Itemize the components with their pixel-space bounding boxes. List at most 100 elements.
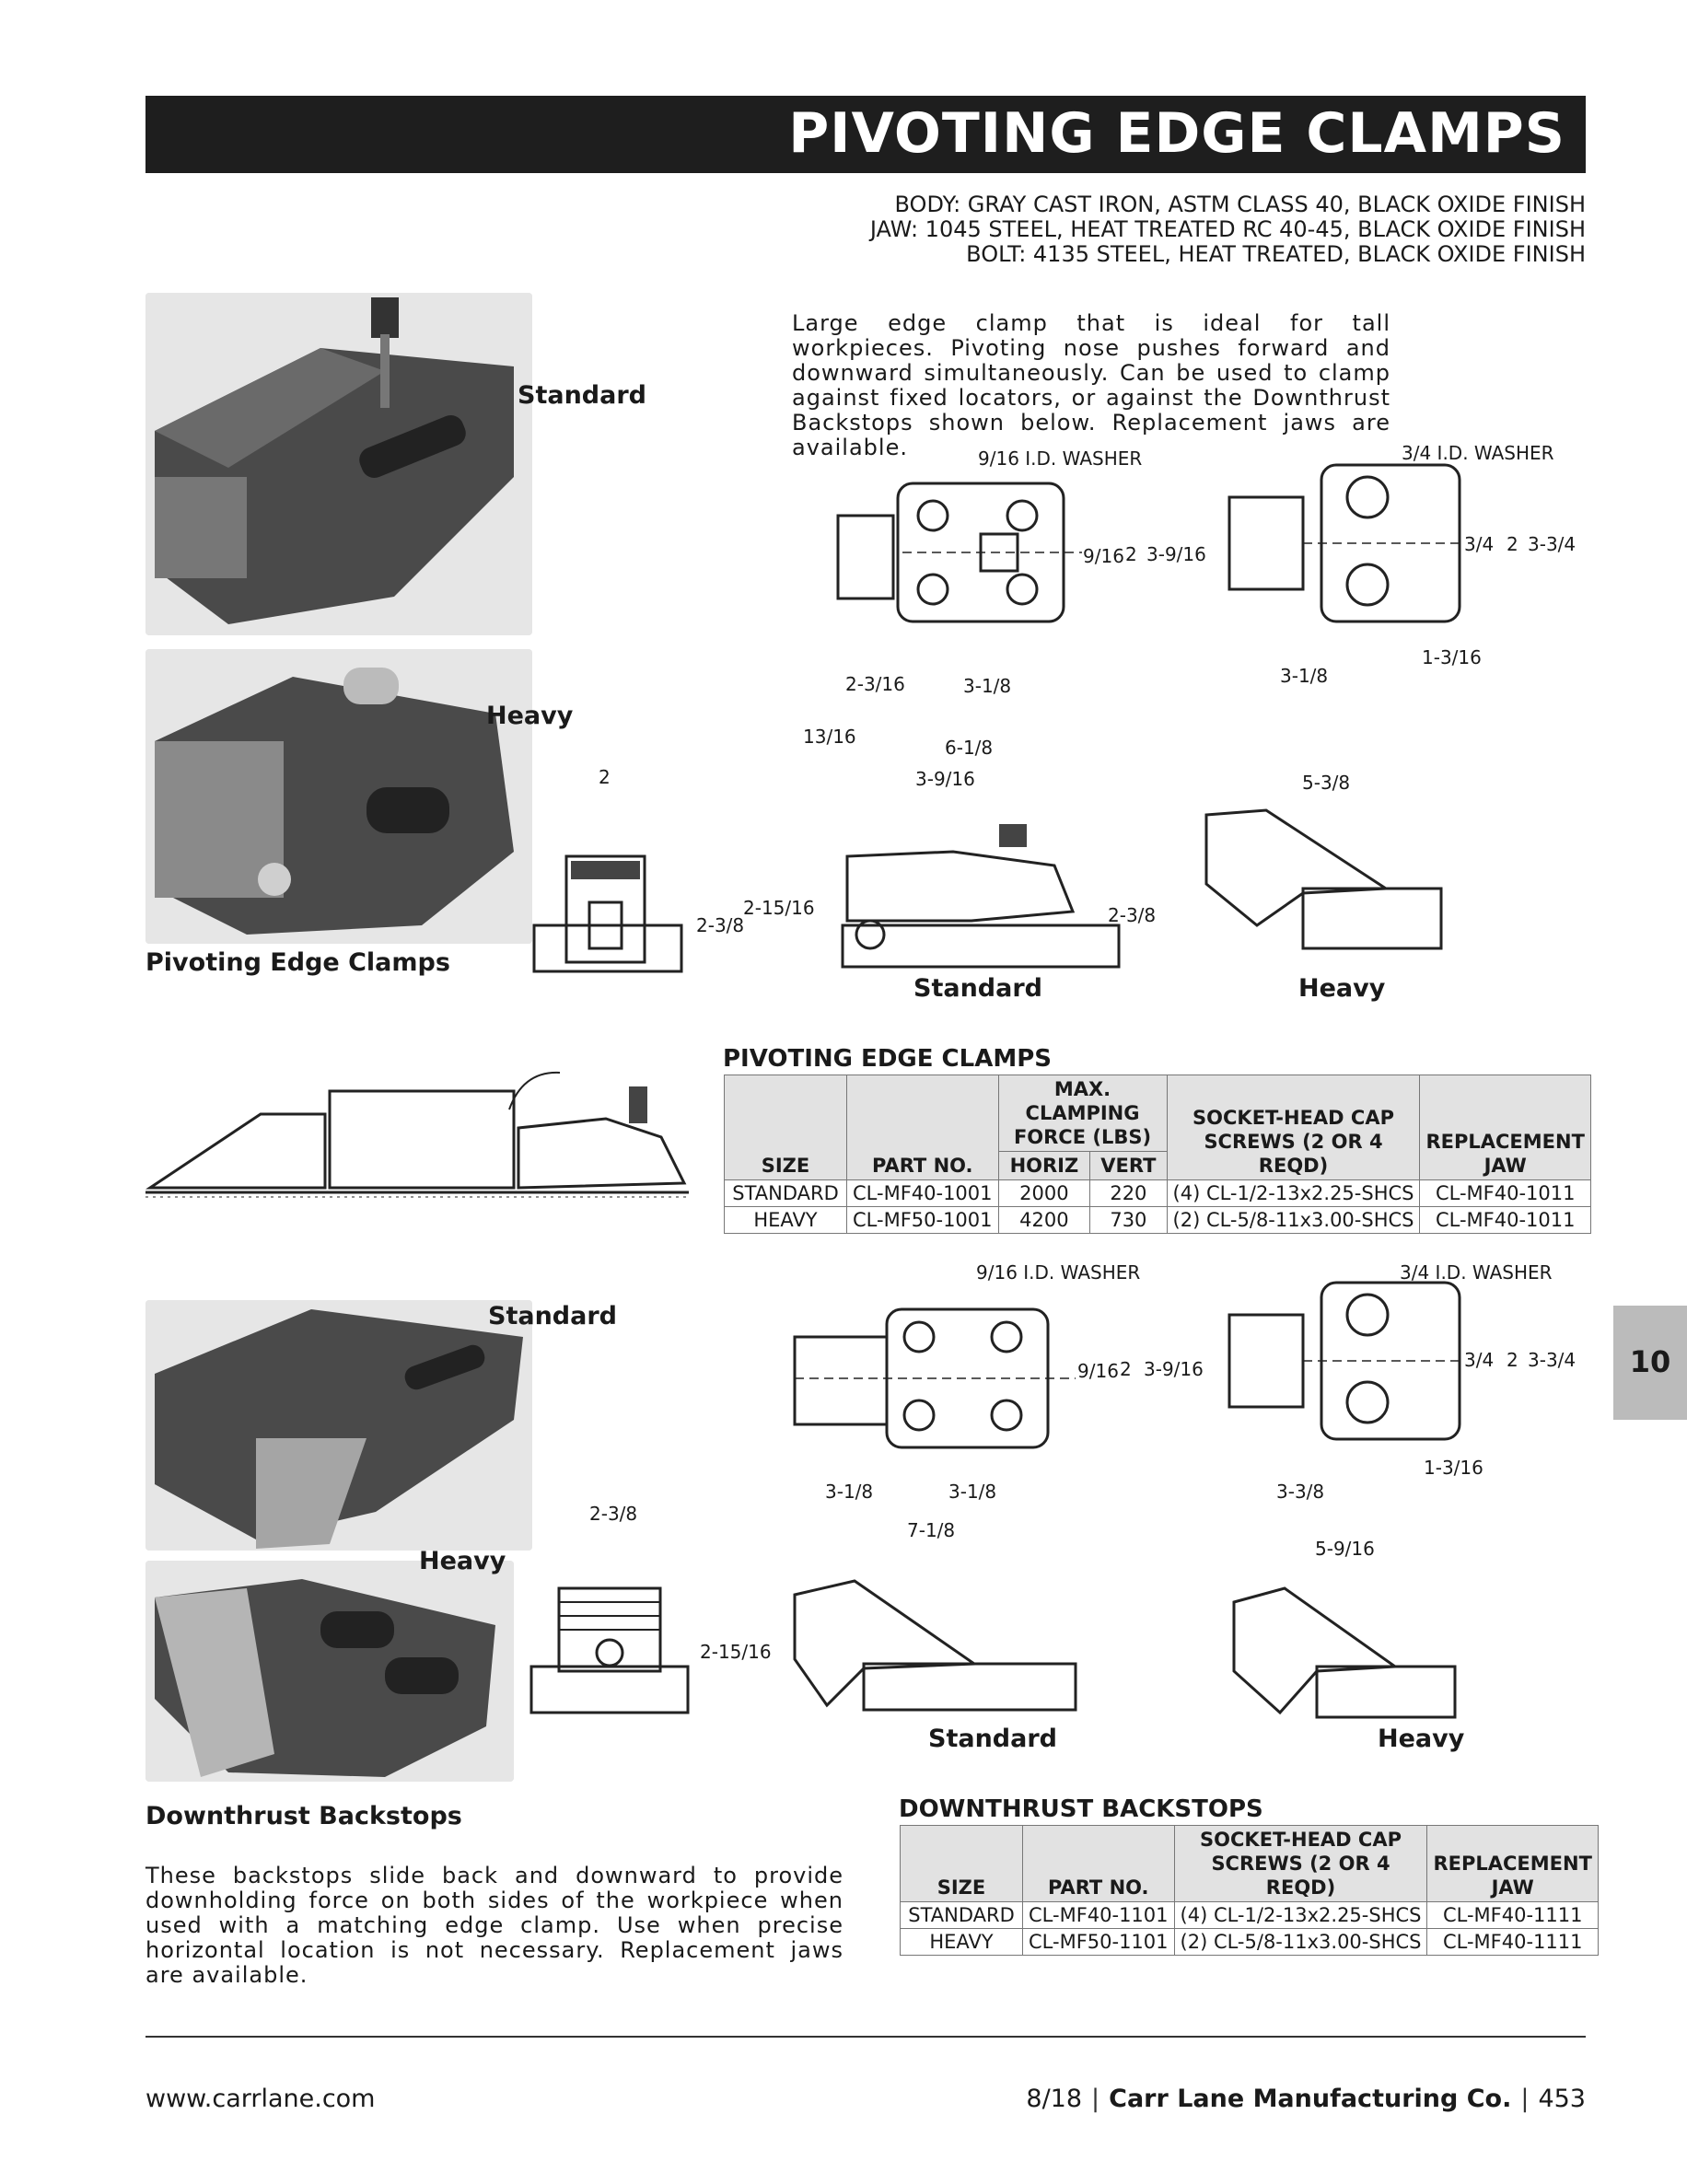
cell-part: CL-MF40-1101 bbox=[1022, 1901, 1175, 1929]
dim-clamp-side-6-1-8: 6-1/8 bbox=[945, 737, 994, 759]
dim-backstop-side-7-1-8: 7-1/8 bbox=[907, 1519, 956, 1541]
cell-screws: (4) CL-1/2-13x2.25-SHCS bbox=[1173, 1901, 1428, 1929]
cell-screws: (4) CL-1/2-13x2.25-SHCS bbox=[1166, 1179, 1421, 1207]
dim-backstop-heavy-3-3-8: 3-3/8 bbox=[1276, 1481, 1325, 1503]
th-force: MAX. CLAMPING FORCE (LBS) bbox=[997, 1075, 1168, 1152]
footer-date: 8/18 bbox=[1026, 2085, 1083, 2113]
footer-page-number: 453 bbox=[1538, 2085, 1586, 2113]
cell-jaw: CL-MF40-1111 bbox=[1426, 1901, 1599, 1929]
title-bar: PIVOTING EDGE CLAMPS bbox=[145, 96, 1586, 173]
dim-clamp-heavy-3-1-8: 3-1/8 bbox=[1280, 665, 1329, 687]
dim-clamp-std-2-3-16: 2-3/16 bbox=[845, 673, 905, 695]
photo-heavy-backstop bbox=[145, 1561, 514, 1782]
footer-divider bbox=[145, 2036, 1586, 2038]
drawing-backstop-top-heavy bbox=[1227, 1281, 1464, 1441]
dim-clamp-std-2: 2 bbox=[1125, 543, 1137, 565]
photo-caption-clamps: Pivoting Edge Clamps bbox=[145, 948, 450, 977]
photo-label-heavy: Heavy bbox=[486, 702, 574, 730]
th-size: SIZE bbox=[900, 1825, 1023, 1902]
dim-clamp-heavy-2: 2 bbox=[1507, 533, 1518, 555]
cell-size: STANDARD bbox=[724, 1179, 847, 1207]
table-row: HEAVY CL-MF50-1101 (2) CL-5/8-11x3.00-SH… bbox=[900, 1928, 1599, 1956]
clamp-description: Large edge clamp that is ideal for tall … bbox=[792, 310, 1390, 460]
spec-bolt: BOLT: 4135 STEEL, HEAT TREATED, BLACK OX… bbox=[966, 241, 1586, 267]
dim-washer-clamp-heavy: 3/4 I.D. WASHER bbox=[1402, 442, 1554, 464]
cell-size: STANDARD bbox=[900, 1901, 1023, 1929]
dim-clamp-heavy-1-3-16: 1-3/16 bbox=[1422, 646, 1482, 668]
dim-backstop-heavy-3-3-4: 3-3/4 bbox=[1528, 1349, 1576, 1371]
dim-clamp-heavy-5-3-8: 5-3/8 bbox=[1302, 772, 1351, 794]
cell-jaw: CL-MF40-1011 bbox=[1419, 1206, 1591, 1234]
photo-caption-backstops: Downthrust Backstops bbox=[145, 1802, 462, 1830]
drawing-label-backstop-heavy: Heavy bbox=[1378, 1725, 1465, 1753]
drawing-backstop-top-standard bbox=[793, 1307, 1076, 1449]
dim-clamp-side-3-9-16: 3-9/16 bbox=[915, 768, 975, 790]
dim-backstop-std-3-1-8: 3-1/8 bbox=[825, 1481, 874, 1503]
th-vert: VERT bbox=[1089, 1151, 1168, 1180]
dim-backstop-std-3-1-8b: 3-1/8 bbox=[948, 1481, 997, 1503]
dim-clamp-std-9-16: 9/16 bbox=[1083, 545, 1124, 567]
footer-url[interactable]: www.carrlane.com bbox=[145, 2085, 376, 2113]
th-screws: SOCKET-HEAD CAP SCREWS (2 OR 4 REQD) bbox=[1166, 1075, 1421, 1180]
table-row: STANDARD CL-MF40-1101 (4) CL-1/2-13x2.25… bbox=[900, 1901, 1599, 1929]
drawing-clamp-top-standard bbox=[836, 482, 1082, 623]
drawing-backstop-side-heavy bbox=[1232, 1586, 1457, 1719]
th-part: PART NO. bbox=[846, 1075, 999, 1180]
th-horiz: HORIZ bbox=[997, 1151, 1091, 1180]
table-row: STANDARD CL-MF40-1001 2000 220 (4) CL-1/… bbox=[724, 1179, 1591, 1207]
dim-clamp-std-3-9-16: 3-9/16 bbox=[1146, 543, 1206, 565]
dim-washer-clamp-std: 9/16 I.D. WASHER bbox=[978, 447, 1143, 470]
backstops-table-title: DOWNTHRUST BACKSTOPS bbox=[899, 1795, 1263, 1823]
dim-backstop-heavy-1-3-16: 1-3/16 bbox=[1424, 1457, 1483, 1479]
cell-part: CL-MF50-1001 bbox=[846, 1206, 999, 1234]
backstops-table: SIZE PART NO. SOCKET-HEAD CAP SCREWS (2 … bbox=[900, 1825, 1599, 1956]
footer-separator: | bbox=[1091, 2085, 1100, 2113]
dim-backstop-heavy-3-4: 3/4 bbox=[1464, 1349, 1495, 1371]
page-title: PIVOTING EDGE CLAMPS bbox=[788, 101, 1565, 166]
th-jaw: REPLACEMENT JAW bbox=[1419, 1075, 1591, 1180]
footer-company: Carr Lane Manufacturing Co. bbox=[1109, 2085, 1512, 2113]
th-screws: SOCKET-HEAD CAP SCREWS (2 OR 4 REQD) bbox=[1173, 1825, 1428, 1902]
drawing-clamp-top-heavy bbox=[1227, 463, 1464, 623]
dim-clamp-std-3-1-8: 3-1/8 bbox=[963, 675, 1012, 697]
drawing-backstop-front bbox=[529, 1586, 690, 1714]
th-part: PART NO. bbox=[1022, 1825, 1175, 1902]
dim-washer-backstop-heavy: 3/4 I.D. WASHER bbox=[1400, 1261, 1553, 1284]
backstop-description: These backstops slide back and downward … bbox=[145, 1863, 844, 1988]
th-jaw: REPLACEMENT JAW bbox=[1426, 1825, 1599, 1902]
dim-backstop-heavy-2: 2 bbox=[1507, 1349, 1518, 1371]
spec-body: BODY: GRAY CAST IRON, ASTM CLASS 40, BLA… bbox=[894, 192, 1586, 217]
drawing-label-backstop-standard: Standard bbox=[928, 1725, 1057, 1753]
cell-vert: 220 bbox=[1089, 1179, 1168, 1207]
cell-size: HEAVY bbox=[724, 1206, 847, 1234]
clamps-table: SIZE PART NO. MAX. CLAMPING FORCE (LBS) … bbox=[724, 1075, 1591, 1234]
dim-backstop-front-2-3-8: 2-3/8 bbox=[589, 1503, 638, 1525]
dim-backstop-std-3-9-16: 3-9/16 bbox=[1144, 1358, 1204, 1380]
th-size: SIZE bbox=[724, 1075, 847, 1180]
photo-label-standard: Standard bbox=[518, 381, 646, 410]
dim-clamp-front-2: 2 bbox=[599, 766, 611, 788]
cell-screws: (2) CL-5/8-11x3.00-SHCS bbox=[1166, 1206, 1421, 1234]
dim-clamp-front-2-3-8: 2-3/8 bbox=[696, 914, 745, 936]
photo-label-backstop-standard: Standard bbox=[488, 1302, 617, 1330]
cell-screws: (2) CL-5/8-11x3.00-SHCS bbox=[1173, 1928, 1428, 1956]
cell-horiz: 4200 bbox=[997, 1206, 1091, 1234]
photo-heavy-clamp bbox=[145, 649, 532, 944]
dim-backstop-front-2-15-16: 2-15/16 bbox=[700, 1641, 772, 1663]
table-row: HEAVY CL-MF50-1001 4200 730 (2) CL-5/8-1… bbox=[724, 1206, 1591, 1234]
cell-horiz: 2000 bbox=[997, 1179, 1091, 1207]
dim-clamp-side-13-16: 13/16 bbox=[803, 726, 856, 748]
drawing-clamp-front bbox=[532, 854, 683, 973]
cell-part: CL-MF50-1101 bbox=[1022, 1928, 1175, 1956]
drawing-clamp-side-standard bbox=[841, 824, 1121, 969]
cell-vert: 730 bbox=[1089, 1206, 1168, 1234]
footer-info: 8/18|Carr Lane Manufacturing Co.|453 bbox=[1026, 2085, 1586, 2113]
photo-standard-clamp bbox=[145, 293, 532, 635]
drawing-label-clamp-standard: Standard bbox=[913, 974, 1042, 1003]
photo-label-backstop-heavy: Heavy bbox=[419, 1547, 506, 1575]
dim-backstop-std-2: 2 bbox=[1120, 1358, 1132, 1380]
drawing-label-clamp-heavy: Heavy bbox=[1298, 974, 1386, 1003]
dim-backstop-std-9-16: 9/16 bbox=[1077, 1360, 1119, 1382]
dim-washer-backstop-std: 9/16 I.D. WASHER bbox=[976, 1261, 1141, 1284]
cell-size: HEAVY bbox=[900, 1928, 1023, 1956]
